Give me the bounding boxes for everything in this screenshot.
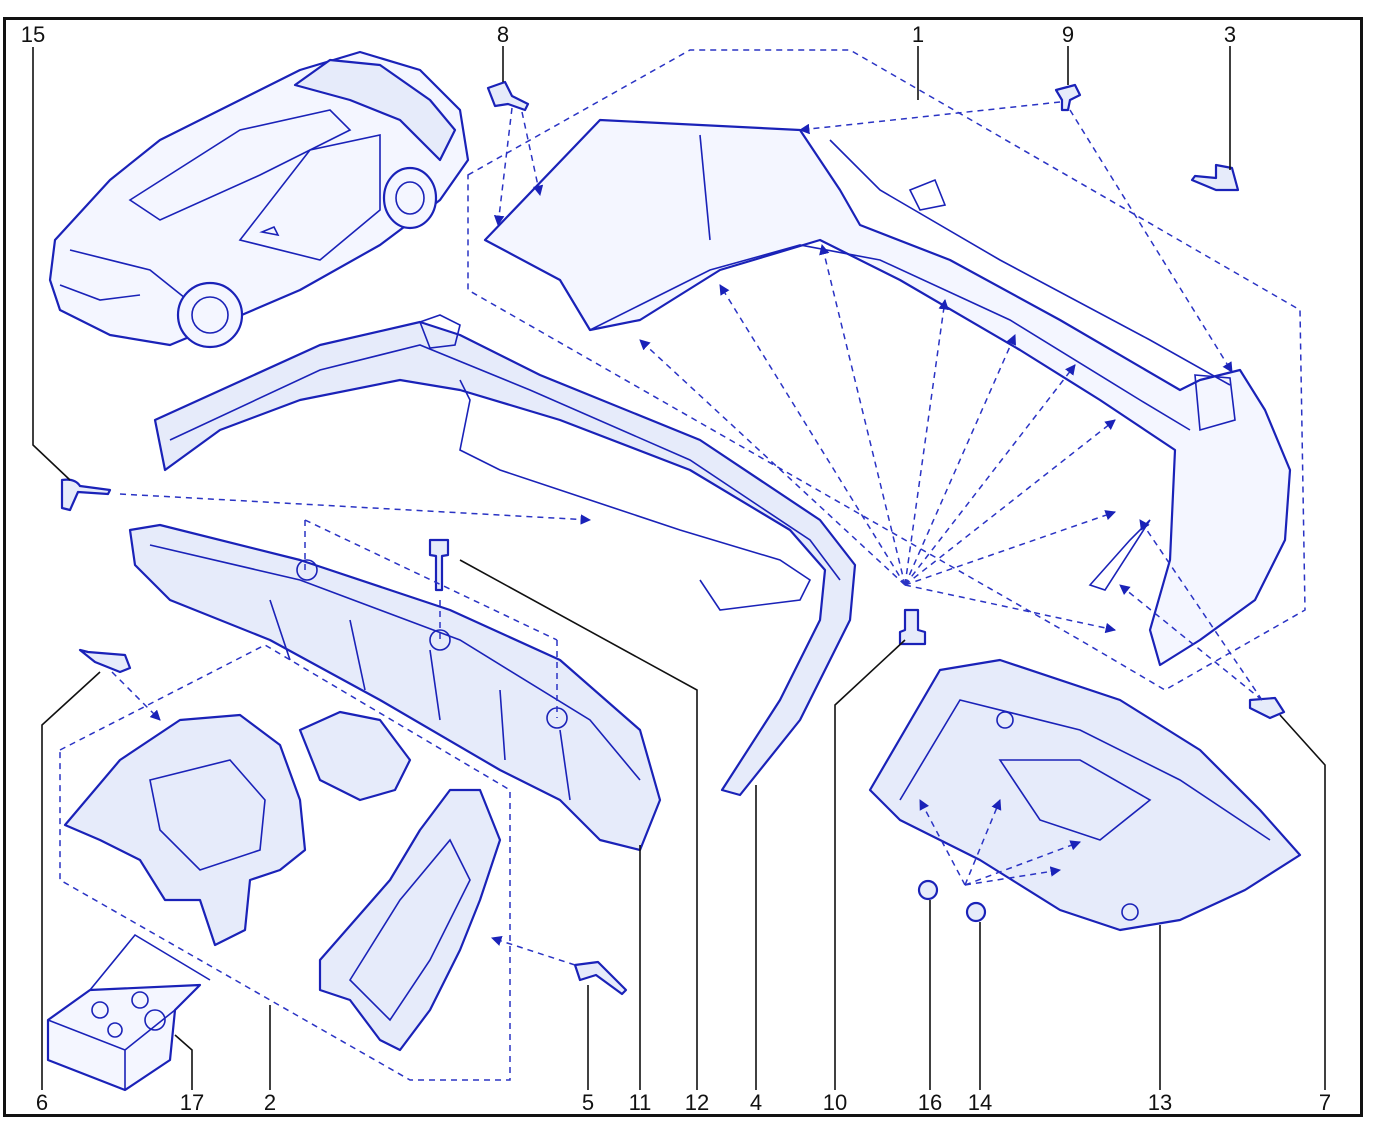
callout-10: 10 [822,1090,848,1115]
vehicle-overview [48,50,470,349]
callout-12: 12 [684,1090,710,1115]
callout-5: 5 [581,1090,595,1115]
callout-3: 3 [1223,22,1237,47]
callout-7: 7 [1318,1090,1332,1115]
callout-1: 1 [911,22,925,47]
energy-absorber [128,523,662,852]
callout-9: 9 [1061,22,1075,47]
assembly-arrows [111,101,1263,966]
diagram-frame [3,17,1363,1117]
rear-bumper-assembly [467,49,1306,691]
fastener-kit-box [46,933,211,1092]
leader-lines [32,46,1326,1090]
callout-8: 8 [496,22,510,47]
callout-4: 4 [749,1090,763,1115]
callout-13: 13 [1147,1090,1173,1115]
bumper-beam [153,314,857,797]
fasteners [60,80,1286,996]
callout-17: 17 [179,1090,205,1115]
callout-14: 14 [967,1090,993,1115]
callout-15: 15 [20,22,46,47]
undertray-panel [868,658,1302,932]
callout-2: 2 [263,1090,277,1115]
callout-6: 6 [35,1090,49,1115]
callout-16: 16 [917,1090,943,1115]
bumper-brackets [59,644,511,1081]
callout-11: 11 [628,1090,652,1115]
